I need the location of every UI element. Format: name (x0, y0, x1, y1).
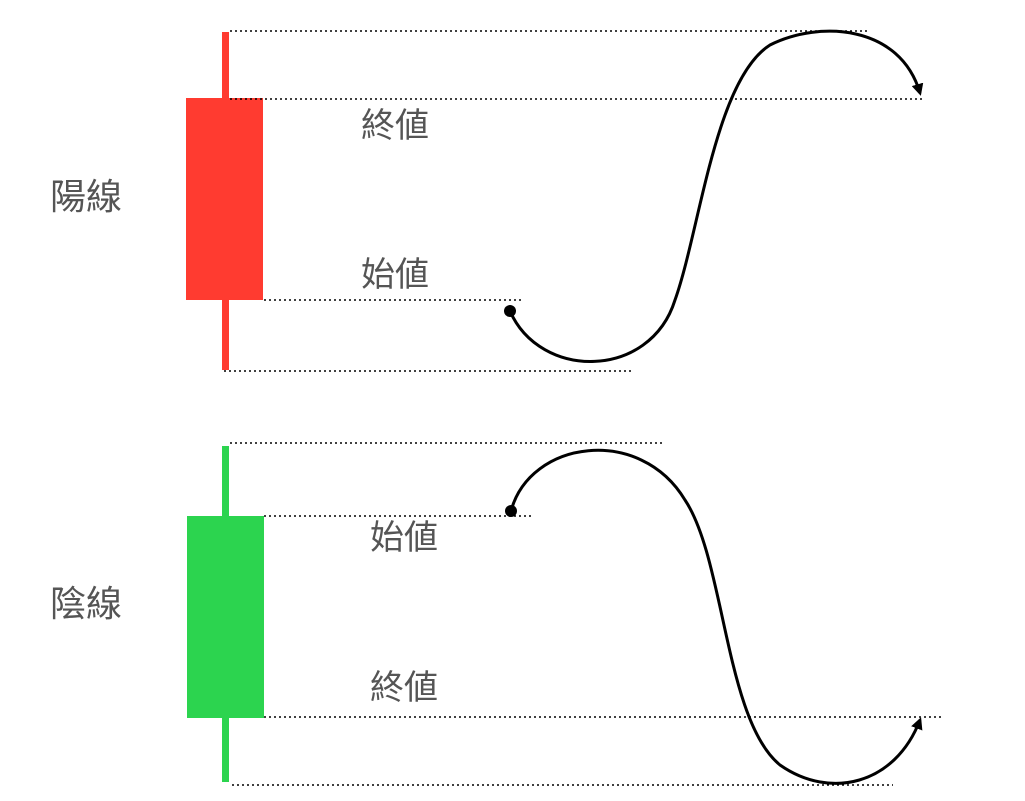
bullish-guide-lines (224, 30, 922, 372)
bearish-close-label: 終値 (370, 668, 438, 708)
bullish-body (186, 98, 263, 300)
bullish-open-label: 始値 (361, 255, 429, 295)
bearish-lower-wick (222, 718, 229, 782)
bullish-close-label: 終値 (361, 106, 429, 146)
bearish-open-label: 始値 (370, 518, 438, 558)
bullish-lower-wick (222, 300, 229, 370)
bearish-start-dot (505, 505, 517, 517)
bearish-price-path (509, 448, 923, 785)
bearish-guide-lines (230, 442, 942, 786)
bullish-label: 陽線 (50, 177, 123, 218)
bearish-body (187, 516, 264, 718)
bullish-candle (186, 32, 263, 370)
bullish-price-path (508, 29, 924, 363)
bearish-upper-wick (222, 446, 229, 516)
bearish-label: 陰線 (50, 584, 123, 625)
bullish-start-dot (504, 305, 516, 317)
bearish-candle (187, 446, 264, 782)
bullish-upper-wick (222, 32, 229, 98)
